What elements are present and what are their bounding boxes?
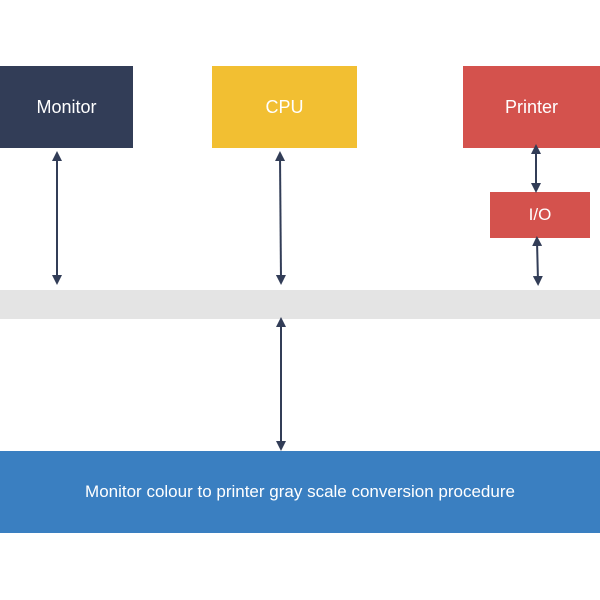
monitor-node-label: Monitor bbox=[36, 96, 97, 117]
cpu-bus-connector bbox=[275, 151, 286, 285]
procedure-node-label: Monitor colour to printer gray scale con… bbox=[85, 482, 515, 501]
cpu-node-label: CPU bbox=[265, 96, 304, 117]
monitor-node: Monitor bbox=[0, 66, 133, 148]
printer-node-label: Printer bbox=[504, 96, 558, 117]
io-bus-connector bbox=[532, 236, 543, 286]
procedure-node: Monitor colour to printer gray scale con… bbox=[0, 451, 600, 533]
cpu-node: CPU bbox=[212, 66, 357, 148]
system-bus-bar bbox=[0, 290, 600, 319]
io-node: I/O bbox=[490, 192, 590, 238]
io-node-label: I/O bbox=[528, 205, 552, 224]
printer-node: Printer bbox=[463, 66, 600, 148]
